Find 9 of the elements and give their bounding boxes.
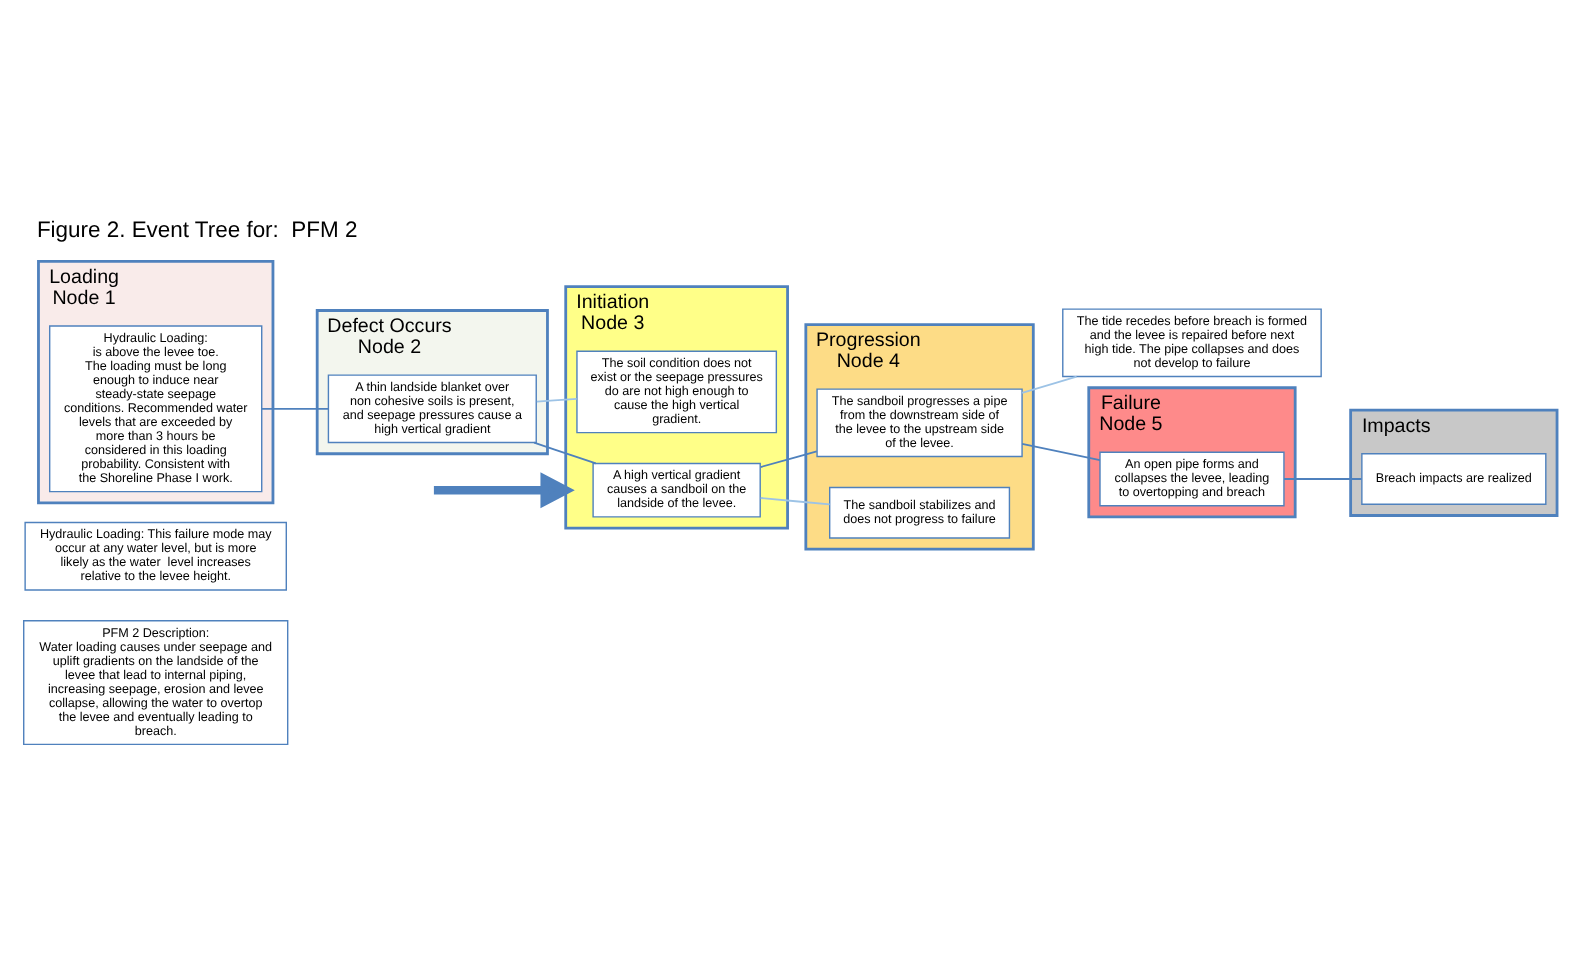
connector [260,407,329,410]
connector [759,497,831,506]
connector [535,397,578,403]
arrow [433,472,575,509]
connector [1021,375,1078,394]
connector [1283,478,1363,480]
connector [1021,443,1101,462]
connector [533,441,597,465]
diagram-title: Figure 2. Event Tree for: PFM 2 [36,219,358,244]
